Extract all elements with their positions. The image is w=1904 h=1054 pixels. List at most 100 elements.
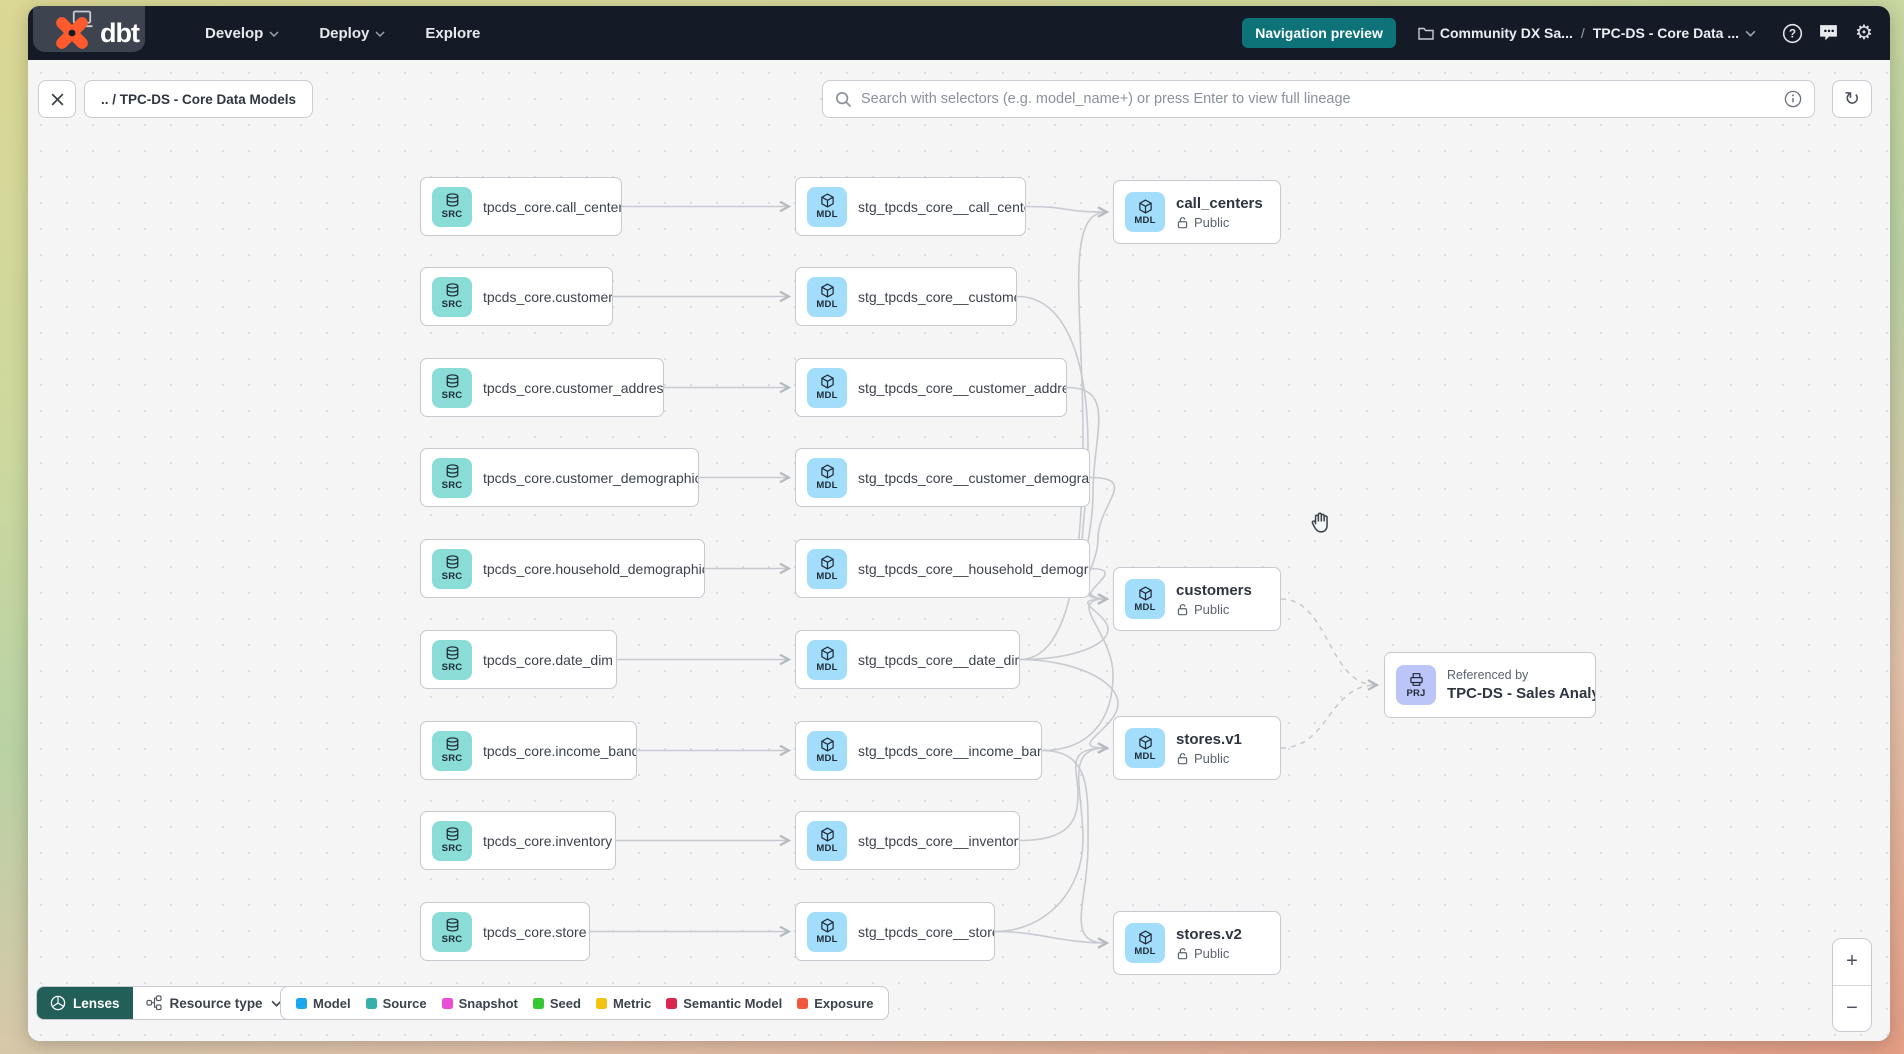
close-lineage-button[interactable] xyxy=(38,80,76,118)
project-node-icon: PRJ xyxy=(1396,665,1436,705)
dbt-logo[interactable]: dbt xyxy=(52,13,140,53)
lineage-edge xyxy=(1041,749,1106,944)
breadcrumb-page[interactable]: TPC-DS - Core Data ... xyxy=(1593,25,1756,41)
grab-hand-cursor xyxy=(1311,512,1328,533)
reference-project-name: TPC-DS - Sales Analytics xyxy=(1447,685,1595,702)
top-navbar: dbt Develop Deploy Explore Navigation prev… xyxy=(28,6,1890,60)
access-badge: Public xyxy=(1176,751,1242,766)
menu-item-deploy[interactable]: Deploy xyxy=(319,25,385,42)
zoom-controls: + − xyxy=(1832,938,1872,1032)
node-label: tpcds_core.customer_demographics xyxy=(483,469,699,486)
resource-type-label: Resource type xyxy=(169,995,263,1011)
lineage-canvas[interactable]: .. / TPC-DS - Core Data Models ↻ SRCtpcd… xyxy=(28,60,1890,1041)
breadcrumb-project[interactable]: Community DX Sa... xyxy=(1418,25,1573,41)
model-node-icon: MDL xyxy=(807,911,847,952)
resource-type-dropdown[interactable]: Resource type xyxy=(132,987,295,1019)
chevron-down-icon xyxy=(1745,30,1756,37)
legend-item-snapshot: Snapshot xyxy=(441,996,518,1011)
public-lock-icon xyxy=(1177,752,1188,764)
refresh-lineage-button[interactable]: ↻ xyxy=(1832,80,1872,118)
model-node[interactable]: MDL stg_tpcds_core__household_demogr... xyxy=(795,539,1090,598)
main-menu: Develop Deploy Explore xyxy=(205,25,480,42)
cube-icon xyxy=(1138,734,1152,750)
info-icon[interactable] xyxy=(1784,90,1802,108)
referenced-by-label: Referenced by xyxy=(1447,668,1529,682)
referenced-by-node[interactable]: PRJ Referenced by TPC-DS - Sales Analytics xyxy=(1384,652,1596,718)
chevron-down-icon xyxy=(271,1000,282,1007)
lenses-button[interactable]: Lenses xyxy=(37,987,133,1019)
node-label: stg_tpcds_core__call_center xyxy=(858,198,1026,215)
node-label: tpcds_core.inventory xyxy=(483,832,613,849)
source-node-icon: SRC xyxy=(432,367,472,408)
node-label: stg_tpcds_core__customer_address xyxy=(858,379,1067,396)
model-node[interactable]: MDL stg_tpcds_core__customer xyxy=(795,267,1017,326)
lineage-edge xyxy=(1089,567,1106,600)
zoom-in-button[interactable]: + xyxy=(1833,939,1871,985)
model-node-icon: MDL xyxy=(807,276,847,317)
lenses-bar: Lenses Resource type xyxy=(36,986,296,1020)
node-label: tpcds_core.customer_address xyxy=(483,379,664,396)
lineage-edges xyxy=(590,60,1890,1041)
source-node-icon: SRC xyxy=(432,730,472,771)
source-node[interactable]: SRC tpcds_core.customer_address xyxy=(420,358,664,417)
source-node[interactable]: SRC tpcds_core.household_demographics xyxy=(420,539,705,598)
database-icon xyxy=(446,737,458,751)
model-node-icon: MDL xyxy=(807,820,847,861)
legend-item-seed: Seed xyxy=(532,996,581,1011)
search-icon xyxy=(835,91,852,107)
zoom-out-button[interactable]: − xyxy=(1833,985,1871,1031)
source-node[interactable]: SRC tpcds_core.customer_demographics xyxy=(420,448,699,507)
menu-item-develop[interactable]: Develop xyxy=(205,25,279,42)
lineage-searchbar xyxy=(822,80,1815,118)
cube-icon xyxy=(1138,929,1152,945)
lineage-edge xyxy=(1280,685,1376,749)
node-label: tpcds_core.household_demographics xyxy=(483,560,705,577)
source-node[interactable]: SRC tpcds_core.income_band xyxy=(420,721,637,780)
dbt-logo-text: dbt xyxy=(100,17,140,48)
menu-item-label: Deploy xyxy=(319,24,370,42)
node-label: stg_tpcds_core__customer xyxy=(858,288,1017,305)
lineage-edge xyxy=(1019,748,1106,842)
node-label: tpcds_core.call_center xyxy=(483,198,622,215)
search-input[interactable] xyxy=(861,91,1775,107)
source-node-icon: SRC xyxy=(432,548,472,589)
lineage-edge xyxy=(1041,599,1114,752)
feedback-icon[interactable] xyxy=(1816,21,1840,45)
navigation-preview-button[interactable]: Navigation preview xyxy=(1242,18,1396,48)
breadcrumb-separator: / xyxy=(1580,25,1585,41)
legend-swatch xyxy=(365,997,377,1009)
legend-swatch xyxy=(441,997,453,1009)
help-icon[interactable]: ? xyxy=(1780,21,1804,45)
database-icon xyxy=(446,918,458,932)
settings-gear-icon[interactable]: ⚙ xyxy=(1855,22,1873,44)
cube-icon xyxy=(820,283,834,298)
node-label: tpcds_core.date_dim xyxy=(483,651,613,668)
svg-text:?: ? xyxy=(1788,28,1795,40)
lineage-breadcrumb[interactable]: .. / TPC-DS - Core Data Models xyxy=(84,80,314,118)
node-label: tpcds_core.income_band xyxy=(483,742,637,759)
node-label: stg_tpcds_core__household_demogr... xyxy=(858,560,1090,577)
menu-item-explore[interactable]: Explore xyxy=(425,25,480,42)
source-node-icon: SRC xyxy=(432,457,472,498)
cube-icon xyxy=(820,374,834,389)
access-badge: Public xyxy=(1176,946,1242,961)
lineage-edge xyxy=(1025,205,1106,213)
model-node-icon: MDL xyxy=(807,548,847,589)
